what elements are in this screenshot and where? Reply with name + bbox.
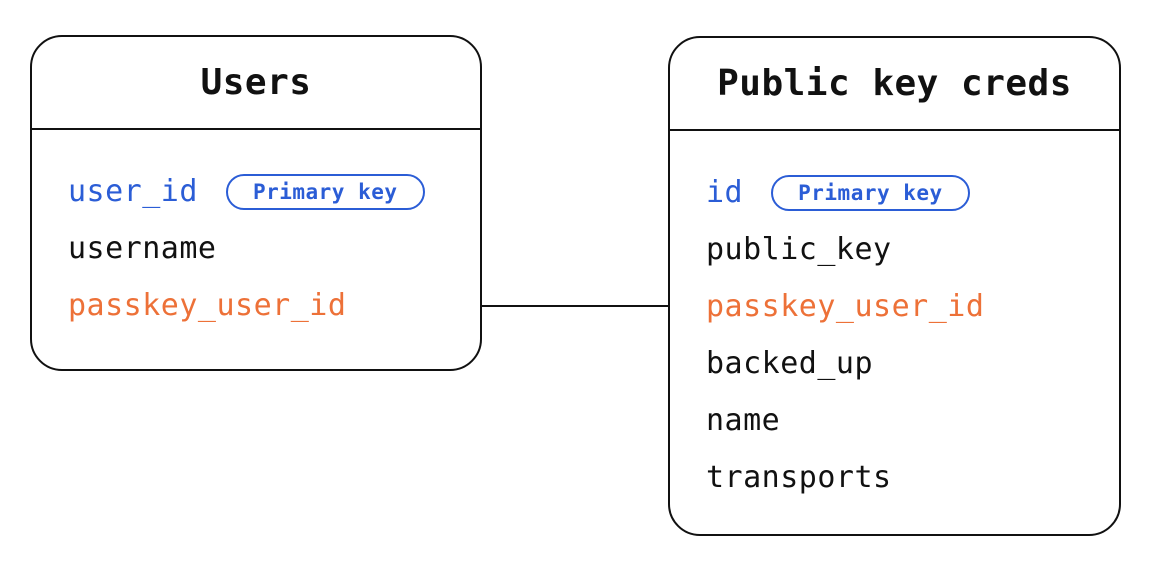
- primary-key-badge: Primary key: [771, 174, 970, 211]
- field-row-passkey_user_id: passkey_user_id: [68, 277, 460, 334]
- field-name: public_key: [706, 232, 892, 267]
- field-row-backed_up: backed_up: [706, 335, 1099, 392]
- table-node-public-key-creds[interactable]: Public key creds id Primary key public_key…: [668, 36, 1121, 536]
- field-name: username: [68, 231, 217, 266]
- table-title-users: Users: [32, 37, 480, 130]
- field-name: backed_up: [706, 346, 874, 381]
- field-name: transports: [706, 460, 892, 495]
- primary-key-badge: Primary key: [225, 173, 425, 210]
- field-name: user_id: [68, 174, 198, 209]
- field-name: id: [706, 175, 744, 210]
- field-row-user_id: user_id Primary key: [68, 163, 460, 220]
- field-row-name: name: [706, 392, 1099, 449]
- field-name: passkey_user_id: [706, 289, 985, 324]
- table-title-public-key-creds: Public key creds: [670, 38, 1119, 131]
- field-name: passkey_user_id: [68, 288, 347, 323]
- field-row-id: id Primary key: [706, 164, 1099, 221]
- field-row-passkey_user_id: passkey_user_id: [706, 278, 1099, 335]
- relationship-line-passkey-user-id: [480, 305, 670, 307]
- field-row-transports: transports: [706, 449, 1099, 506]
- field-row-public_key: public_key: [706, 221, 1099, 278]
- field-row-username: username: [68, 220, 460, 277]
- field-name: name: [706, 403, 781, 438]
